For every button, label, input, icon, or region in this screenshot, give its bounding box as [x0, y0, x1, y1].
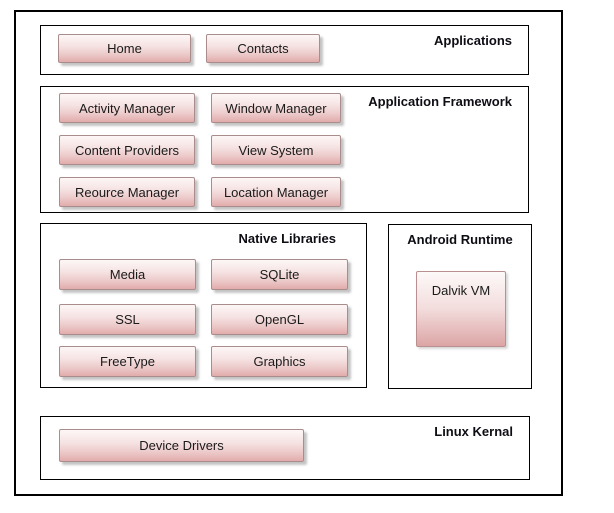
node-view-system: View System [211, 135, 341, 165]
node-home: Home [58, 34, 191, 63]
node-ssl: SSL [59, 304, 196, 335]
node-content-providers: Content Providers [59, 135, 195, 165]
section-native-libraries: Native Libraries Media SQLite SSL OpenGL… [40, 223, 367, 388]
node-resource-manager: Reource Manager [59, 177, 195, 207]
node-device-drivers: Device Drivers [59, 429, 304, 462]
node-location-manager: Location Manager [211, 177, 341, 207]
node-graphics: Graphics [211, 346, 348, 377]
node-activity-manager: Activity Manager [59, 93, 195, 123]
section-applications: Applications Home Contacts [40, 25, 529, 75]
section-native-libraries-label: Native Libraries [238, 231, 336, 246]
section-android-runtime: Android Runtime Dalvik VM [388, 224, 532, 389]
node-contacts: Contacts [206, 34, 320, 63]
node-opengl: OpenGL [211, 304, 348, 335]
section-applications-label: Applications [433, 33, 512, 48]
node-dalvik-vm: Dalvik VM [416, 271, 506, 347]
section-linux-kernel: Linux Kernal Device Drivers [40, 416, 530, 480]
node-media: Media [59, 259, 196, 290]
section-android-runtime-label: Android Runtime [407, 232, 513, 247]
node-freetype: FreeType [59, 346, 196, 377]
node-window-manager: Window Manager [211, 93, 341, 123]
node-sqlite: SQLite [211, 259, 348, 290]
section-linux-kernel-label: Linux Kernal [434, 424, 513, 439]
section-application-framework: Application Framework Activity Manager W… [40, 86, 529, 213]
section-application-framework-label: Application Framework [368, 94, 512, 109]
